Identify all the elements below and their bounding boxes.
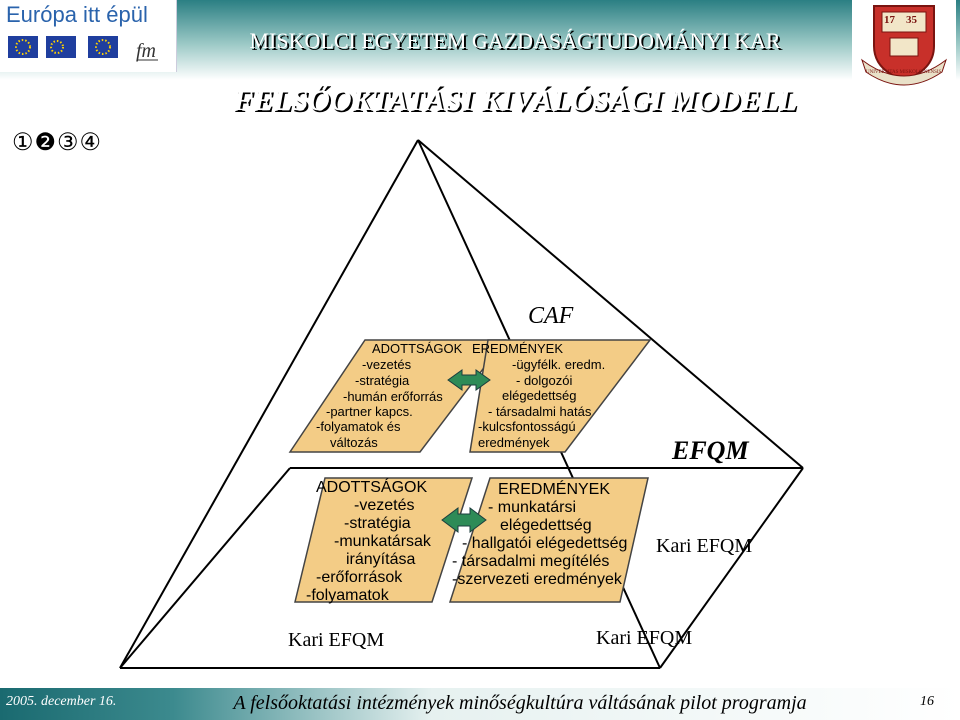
step-numbers: ①❷③④ <box>12 130 103 156</box>
eu-flag-small-icon <box>88 36 118 58</box>
eu-banner-text: Európa itt épül <box>6 2 148 27</box>
crest-year-right: 35 <box>906 14 917 26</box>
upper-right-box-heading: EREDMÉNYEK <box>472 341 564 356</box>
lower-left-box-heading: ADOTTSÁGOK <box>316 479 428 496</box>
caf-label: CAF <box>528 303 574 329</box>
upper-left-box-line: -vezetés <box>362 357 412 372</box>
lower-left-box-shape <box>294 477 474 603</box>
footer-bar <box>0 688 960 720</box>
kari-efqm-bottom-right-label: Kari EFQM <box>596 627 693 649</box>
university-title: MISKOLCI EGYETEM GAZDASÁGTUDOMÁNYI KAR <box>249 28 781 53</box>
upper-left-box-heading: ADOTTSÁGOK <box>372 341 463 356</box>
footer-date: 2005. december 16. <box>6 694 117 709</box>
lower-right-box-line: elégedettség <box>500 517 592 534</box>
upper-left-box-line: -humán erőforrás <box>343 389 443 404</box>
lower-left-box-line: -erőforrások <box>316 569 403 586</box>
lower-left-box-line: -vezetés <box>354 497 415 514</box>
fm-logo-icon: fm <box>134 36 160 62</box>
lower-right-box-line: - munkatársi <box>488 499 577 516</box>
efqm-label: EFQM <box>672 436 749 465</box>
upper-right-box-line: -kulcsfontosságú <box>478 419 576 434</box>
eu-flag-icon <box>8 36 38 58</box>
upper-left-box-line: -partner kapcs. <box>326 404 413 419</box>
upper-right-box-line: -ügyfélk. eredm. <box>512 357 606 372</box>
lower-left-box-line: -munkatársak <box>334 533 431 550</box>
slide-title: FELSŐOKTATÁSI KIVÁLÓSÁGI MODELL <box>233 84 797 117</box>
eu-logo: Európa itt épül fm <box>0 0 177 72</box>
crest-year-left: 17 <box>884 14 895 26</box>
lower-left-box-line: irányítása <box>346 551 416 568</box>
upper-right-box-line: - dolgozói <box>516 373 573 388</box>
upper-right-box-shape <box>469 339 652 453</box>
footer-title: A felsőoktatási intézmények minőségkultú… <box>233 692 807 714</box>
lower-right-box-line: - társadalmi megítélés <box>452 553 610 570</box>
europa-terv-logo-icon <box>46 36 76 58</box>
lower-double-arrow-icon <box>441 507 487 533</box>
svg-text:fm: fm <box>136 40 156 62</box>
crest-ribbon-text: UNIVERSITAS MISKOLCINENSIS <box>866 70 942 75</box>
university-crest-icon <box>852 0 956 88</box>
upper-left-box-shape <box>288 339 507 453</box>
upper-double-arrow-icon <box>447 369 491 391</box>
upper-left-box-line: -stratégia <box>355 373 410 388</box>
lower-right-box-heading: EREDMÉNYEK <box>498 481 611 498</box>
kari-efqm-right-label: Kari EFQM <box>656 535 753 557</box>
kari-efqm-bottom-left-label: Kari EFQM <box>288 629 385 651</box>
upper-right-box-line: eredmények <box>478 435 550 450</box>
lower-left-box-line: -folyamatok <box>306 587 389 604</box>
lower-left-box-line: -stratégia <box>344 515 411 532</box>
lower-right-box-line: - hallgatói elégedettség <box>462 535 628 552</box>
lower-right-box-line: -szervezeti eredmények <box>452 571 622 588</box>
upper-left-box-line: változás <box>330 435 378 450</box>
page-number: 16 <box>920 694 934 709</box>
upper-right-box-line: - társadalmi hatás <box>488 404 592 419</box>
upper-left-box-line: -folyamatok és <box>316 419 401 434</box>
lower-right-box-shape <box>448 477 649 603</box>
upper-right-box-line: elégedettség <box>502 388 577 403</box>
